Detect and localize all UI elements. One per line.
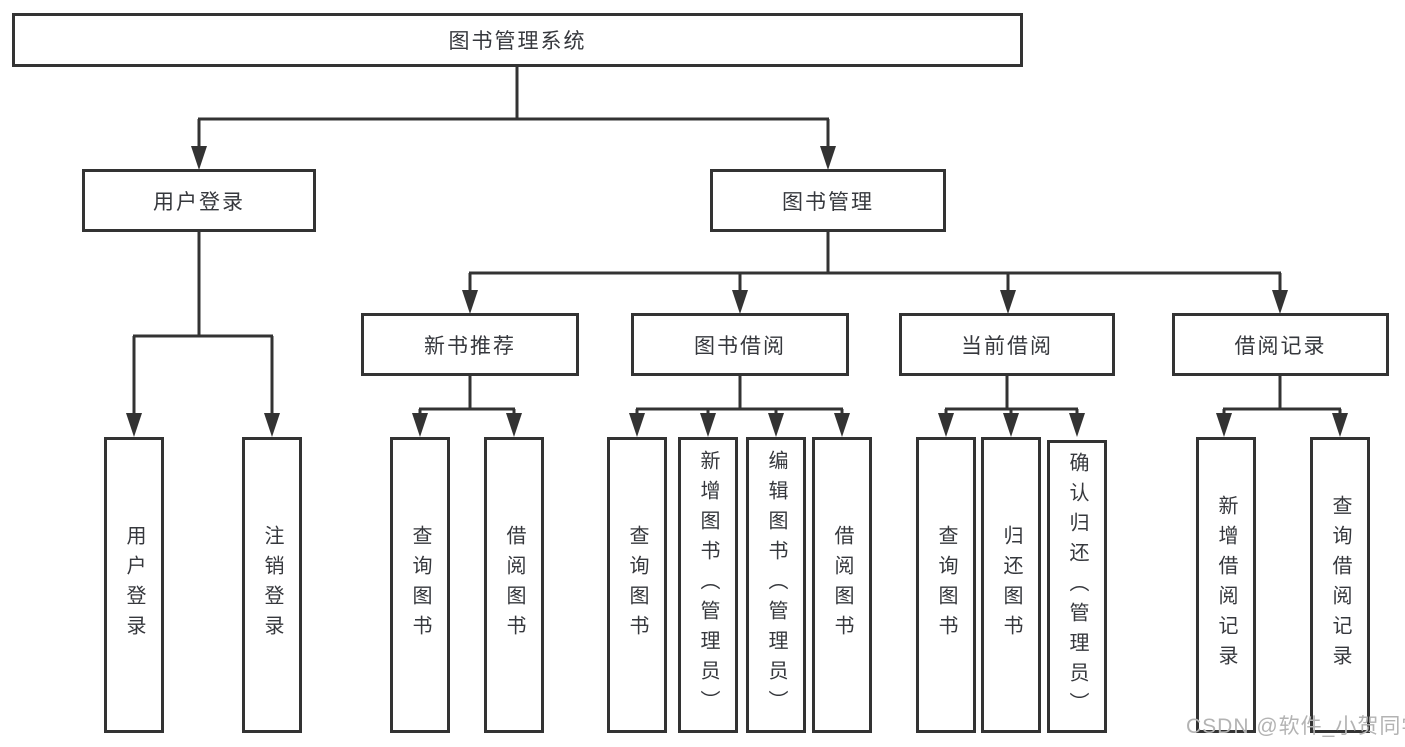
node-user-login: 用户登录 [82,169,316,232]
node-label: 图书管理系统 [448,30,587,53]
node-root-system: 图书管理系统 [12,13,1023,67]
arrowheads [126,146,1348,437]
node-label: 查询图书 [626,525,648,645]
node-book-borrow: 图书借阅 [631,313,849,376]
node-label: 借阅记录 [1234,334,1327,358]
node-label: 查询借阅记录 [1329,495,1351,675]
leaf-add-book-admin: 新增图书（管理员） [678,437,738,733]
arrowhead [1003,413,1019,437]
arrowhead [1069,413,1085,437]
arrowhead [126,413,142,437]
arrowhead [191,146,207,170]
arrowhead [768,413,784,437]
node-current-borrow: 当前借阅 [899,313,1115,376]
connector-userlogin-to-children [132,232,274,417]
leaf-query-books-2: 查询图书 [607,437,667,733]
arrowhead [732,290,748,314]
node-label: 图书借阅 [694,334,786,358]
leaf-query-books-3: 查询图书 [916,437,976,733]
leaf-add-borrow-record: 新增借阅记录 [1196,437,1256,733]
connector-currentborrow-to-children [944,376,1079,417]
leaf-logout: 注销登录 [242,437,302,733]
arrowhead [412,413,428,437]
node-label: 新书推荐 [424,334,516,358]
node-label: 新增图书（管理员） [697,450,719,720]
node-label: 当前借阅 [961,334,1053,358]
node-label: 确认归还（管理员） [1066,451,1088,722]
connector-root-to-level2 [197,67,830,150]
arrowhead [1332,413,1348,437]
arrowhead [1272,290,1288,314]
node-label: 查询图书 [409,525,431,645]
connector-records-to-children [1222,376,1342,417]
arrowhead [462,290,478,314]
node-new-book-recommend: 新书推荐 [361,313,579,376]
node-label: 注销登录 [261,525,283,645]
connector-bookmgmt-to-level3 [468,232,1282,294]
leaf-borrow-books-2: 借阅图书 [812,437,872,733]
leaf-borrow-books-1: 借阅图书 [484,437,544,733]
node-label: 查询图书 [935,525,957,645]
node-borrow-records: 借阅记录 [1172,313,1389,376]
arrowhead [629,413,645,437]
watermark: CSDN @软件_小贺同学 [1186,715,1405,738]
leaf-query-borrow-record: 查询借阅记录 [1310,437,1370,733]
leaf-edit-book-admin: 编辑图书（管理员） [746,437,806,733]
connector-bookborrow-to-children [635,376,844,417]
node-label: 编辑图书（管理员） [765,450,787,720]
node-label: 用户登录 [153,190,245,214]
node-label: 用户登录 [123,525,145,645]
arrowhead [1216,413,1232,437]
connector-newbook-to-children [418,376,516,417]
leaf-user-login: 用户登录 [104,437,164,733]
leaf-return-books: 归还图书 [981,437,1041,733]
arrowhead [1000,290,1016,314]
arrowhead [938,413,954,437]
arrowhead [700,413,716,437]
arrowhead [820,146,836,170]
node-label: 图书管理 [782,190,874,214]
leaf-confirm-return-admin: 确认归还（管理员） [1047,440,1107,733]
node-label: 借阅图书 [503,525,525,645]
node-label: 归还图书 [1000,525,1022,645]
arrowhead [834,413,850,437]
arrowhead [264,413,280,437]
node-label: 新增借阅记录 [1215,495,1237,675]
arrowhead [506,413,522,437]
node-label: 借阅图书 [831,525,853,645]
node-book-management: 图书管理 [710,169,946,232]
leaf-query-books-1: 查询图书 [390,437,450,733]
